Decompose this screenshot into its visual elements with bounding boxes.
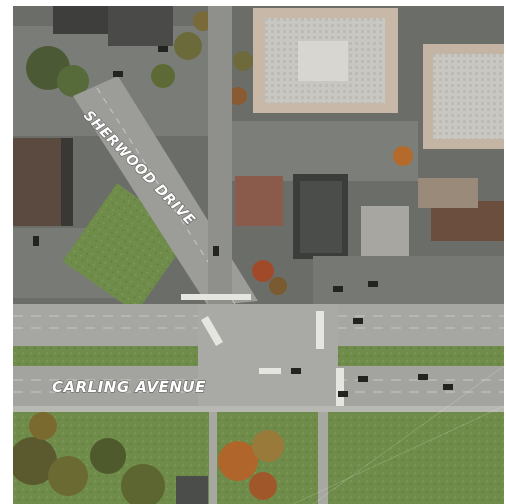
parking-lot-south-east bbox=[313, 256, 504, 304]
building-west-shadow bbox=[61, 138, 73, 226]
building-central-dark-roof bbox=[300, 181, 342, 253]
map-canvas: SHERWOOD DRIVE CARLING AVENUE bbox=[13, 6, 504, 504]
building-north-west-2 bbox=[108, 6, 173, 46]
vehicles bbox=[33, 46, 453, 397]
path-south-1 bbox=[209, 412, 217, 504]
parking-lot-east bbox=[228, 121, 418, 181]
building-west bbox=[13, 138, 61, 226]
side-road-north bbox=[208, 6, 232, 306]
tree-cluster-south bbox=[13, 412, 284, 504]
building-north-east-1-core bbox=[298, 41, 348, 81]
overlay-lines bbox=[292, 365, 504, 504]
crosswalks bbox=[181, 294, 344, 406]
path-south-2 bbox=[318, 412, 328, 504]
sidewalk-south bbox=[13, 406, 504, 412]
carling-avenue-label: CARLING AVENUE bbox=[52, 378, 206, 396]
aerial-map[interactable]: SHERWOOD DRIVE CARLING AVENUE bbox=[13, 6, 504, 504]
intersection bbox=[198, 304, 338, 408]
building-north-east-2-roof bbox=[433, 54, 504, 139]
building-east-brown-2 bbox=[418, 178, 478, 208]
building-central-brick bbox=[235, 176, 283, 226]
building-south bbox=[176, 476, 208, 504]
